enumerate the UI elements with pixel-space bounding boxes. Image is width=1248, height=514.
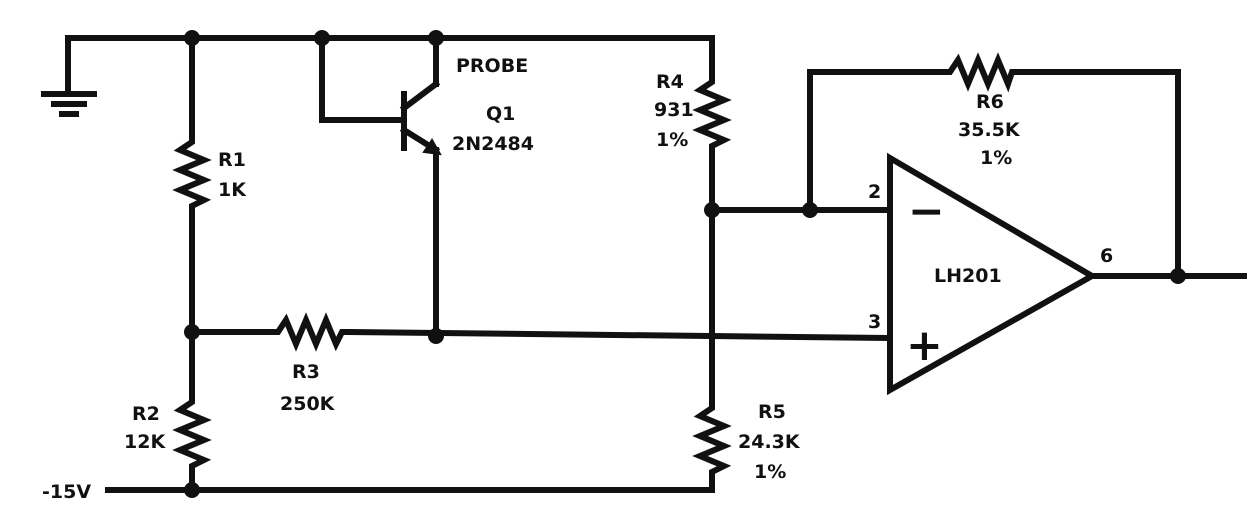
junction-dots [184, 30, 1186, 498]
transistor-q1 [319, 35, 442, 339]
r3-name-label: R3 [292, 361, 320, 383]
r6-tol-label: 1% [980, 147, 1012, 169]
resistor-r3 [268, 312, 350, 352]
resistor-r6 [940, 52, 1018, 93]
pin-3-label: 3 [868, 311, 881, 333]
r6-name-label: R6 [976, 91, 1004, 113]
r1-value-label: 1K [218, 179, 247, 201]
r1-name-label: R1 [218, 149, 246, 171]
r4-value-label: 931 [654, 99, 694, 121]
r6-value-label: 35.5K [958, 119, 1021, 141]
resistor-r4 [692, 70, 732, 150]
resistor-r2 [172, 390, 212, 470]
pin-2-label: 2 [868, 181, 881, 203]
inverting-net-wire [709, 69, 1181, 279]
opamp-name-label: LH201 [934, 265, 1002, 287]
r5-value-label: 24.3K [738, 431, 801, 453]
ground-symbol [41, 35, 97, 117]
probe-label: PROBE [456, 55, 528, 77]
r2-name-label: R2 [132, 403, 160, 425]
inverting-sign: − [908, 186, 945, 237]
supply-label: -15V [42, 481, 91, 503]
r3-value-label: 250K [280, 393, 336, 415]
noninverting-sign: + [906, 320, 943, 371]
pin-6-label: 6 [1100, 245, 1113, 267]
r4-name-label: R4 [656, 71, 684, 93]
q1-name-label: Q1 [486, 103, 515, 125]
r2-value-label: 12K [124, 431, 166, 453]
r5-name-label: R5 [758, 401, 786, 423]
q1-part-label: 2N2484 [452, 133, 534, 155]
r5-tol-label: 1% [754, 461, 786, 483]
r4-tol-label: 1% [656, 129, 688, 151]
resistor-r5 [692, 396, 732, 476]
resistor-r1 [172, 130, 212, 210]
opamp-lh201 [887, 152, 1247, 396]
